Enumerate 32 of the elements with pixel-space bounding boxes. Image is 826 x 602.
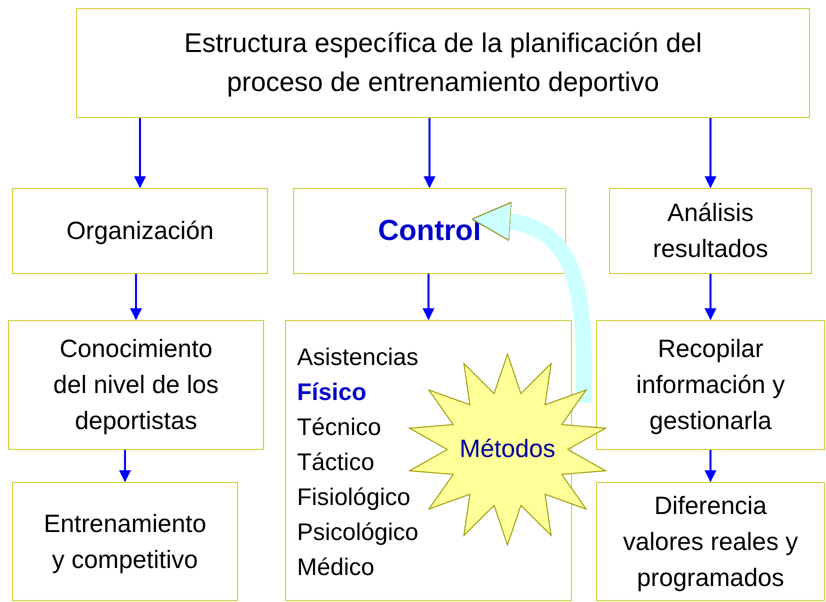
arrow xyxy=(704,118,716,188)
text-box xyxy=(293,188,566,274)
arrow xyxy=(424,118,436,188)
box-label: Control xyxy=(378,214,482,249)
starburst-label: Métodos xyxy=(460,434,556,465)
box-label: Análisis resultados xyxy=(652,198,770,265)
arrow xyxy=(130,274,142,320)
box-label: Recopilar información y gestionarla xyxy=(635,334,786,437)
arrow xyxy=(119,450,131,482)
box-label: Estructura específica de la planificación del proceso de entrenamiento deportivo xyxy=(183,27,703,99)
text-box xyxy=(596,320,825,450)
arrow xyxy=(704,274,716,320)
list-item: Médico xyxy=(297,553,374,583)
text-box xyxy=(76,8,810,118)
arrow xyxy=(422,274,434,320)
list-item: Fisiológico xyxy=(297,483,410,513)
text-box xyxy=(8,320,264,450)
text-box xyxy=(12,188,268,274)
list-item: Técnico xyxy=(297,413,382,443)
box-label: Entrenamiento y competitivo xyxy=(42,508,208,576)
list-item: Físico xyxy=(297,378,366,408)
text-box xyxy=(12,482,238,601)
box-label: Diferencia valores reales y programados xyxy=(622,490,800,594)
text-box xyxy=(596,482,825,601)
box-label: Conocimiento del nivel de los deportistas xyxy=(52,334,220,437)
arrow xyxy=(134,118,146,188)
list-item: Psicológico xyxy=(297,518,418,548)
list-item: Táctico xyxy=(297,448,374,478)
text-box xyxy=(609,188,812,274)
box-label: Organización xyxy=(66,216,214,247)
arrow xyxy=(704,450,716,482)
list-item: Asistencias xyxy=(297,343,418,373)
